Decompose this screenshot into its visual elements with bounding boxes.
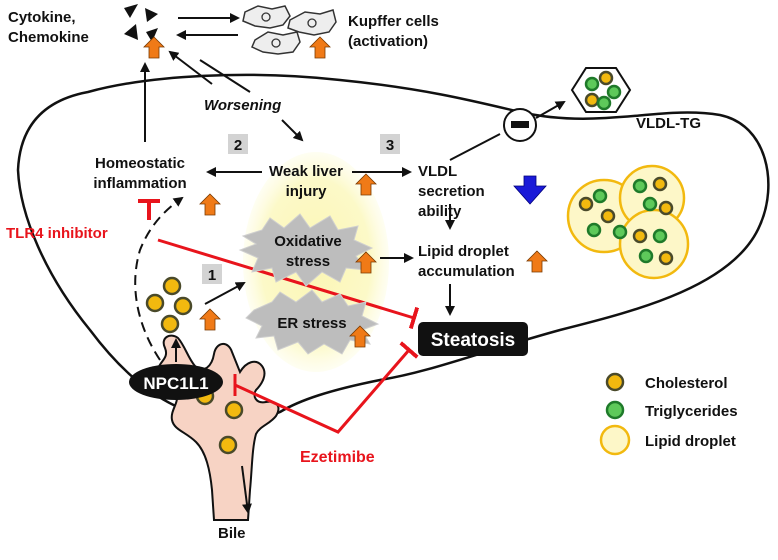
step-3-label: 3 (386, 137, 394, 154)
step-markers: 2 3 1 (202, 134, 400, 284)
flow-arrows (134, 13, 566, 514)
steatosis-label: Steatosis (431, 330, 515, 351)
lipid-acc-label-line1: Lipid droplet (418, 243, 509, 260)
ezetimibe-label: Ezetimibe (300, 449, 375, 466)
worsening-label: Worsening (204, 97, 281, 114)
vldl-tg-label: VLDL-TG (636, 115, 701, 132)
cholesterol-icon (605, 372, 625, 392)
tlr4-inhibitor-label: TLR4 inhibitor (6, 225, 108, 242)
tlr4-inhibit-symbol (138, 199, 160, 220)
step-2-label: 2 (234, 137, 242, 154)
triglyceride-icon (605, 400, 625, 420)
npc1l1-label: NPC1L1 (143, 374, 208, 393)
kupffer-label-line2: (activation) (348, 33, 428, 50)
up-arrow-kupffer (309, 36, 331, 59)
lipid-droplet-icon (599, 424, 631, 456)
bile-duct (156, 334, 280, 521)
weak-liver-label-line2: injury (286, 183, 327, 200)
homeostatic-label-line2: inflammation (93, 175, 186, 192)
vldl-contents (584, 70, 622, 111)
vldl-secretion-label-line2: secretion (418, 183, 485, 200)
bile-label: Bile (218, 525, 246, 542)
legend-cholesterol-label: Cholesterol (645, 375, 728, 392)
cytokine-icons (124, 4, 158, 42)
down-arrow-vldl (513, 175, 547, 205)
inhibition-lines (157, 238, 420, 434)
weak-liver-label-line1: Weak liver (269, 163, 343, 180)
npc1l1-ellipse (129, 364, 223, 400)
kupffer-cell-icons (242, 5, 337, 55)
oxidative-label-line2: stress (286, 253, 330, 270)
minus-sign (511, 121, 529, 128)
legend: Cholesterol Triglycerides Lipid droplet (599, 372, 738, 456)
vldl-secretion-label-line1: VLDL (418, 163, 457, 180)
up-arrow-cytokine (143, 36, 165, 59)
steatosis-box (418, 322, 528, 356)
er-stress-label: ER stress (277, 315, 346, 332)
step-1-label: 1 (208, 267, 216, 284)
cytokine-label-line1: Cytokine, (8, 9, 76, 26)
vldl-secretion-label-line3: ability (418, 203, 462, 220)
homeostatic-label-line1: Homeostatic (95, 155, 185, 172)
lipid-droplet-cluster (566, 164, 690, 280)
liver-outline (16, 73, 770, 421)
cytokine-label-line2: Chemokine (8, 29, 89, 46)
legend-triglycerides-label: Triglycerides (645, 403, 738, 420)
oxidative-label-line1: Oxidative (274, 233, 342, 250)
er-stress-burst (245, 289, 380, 355)
legend-lipid-droplet-label: Lipid droplet (645, 433, 736, 450)
kupffer-label-line1: Kupffer cells (348, 13, 439, 30)
lipid-acc-label-line2: accumulation (418, 263, 515, 280)
